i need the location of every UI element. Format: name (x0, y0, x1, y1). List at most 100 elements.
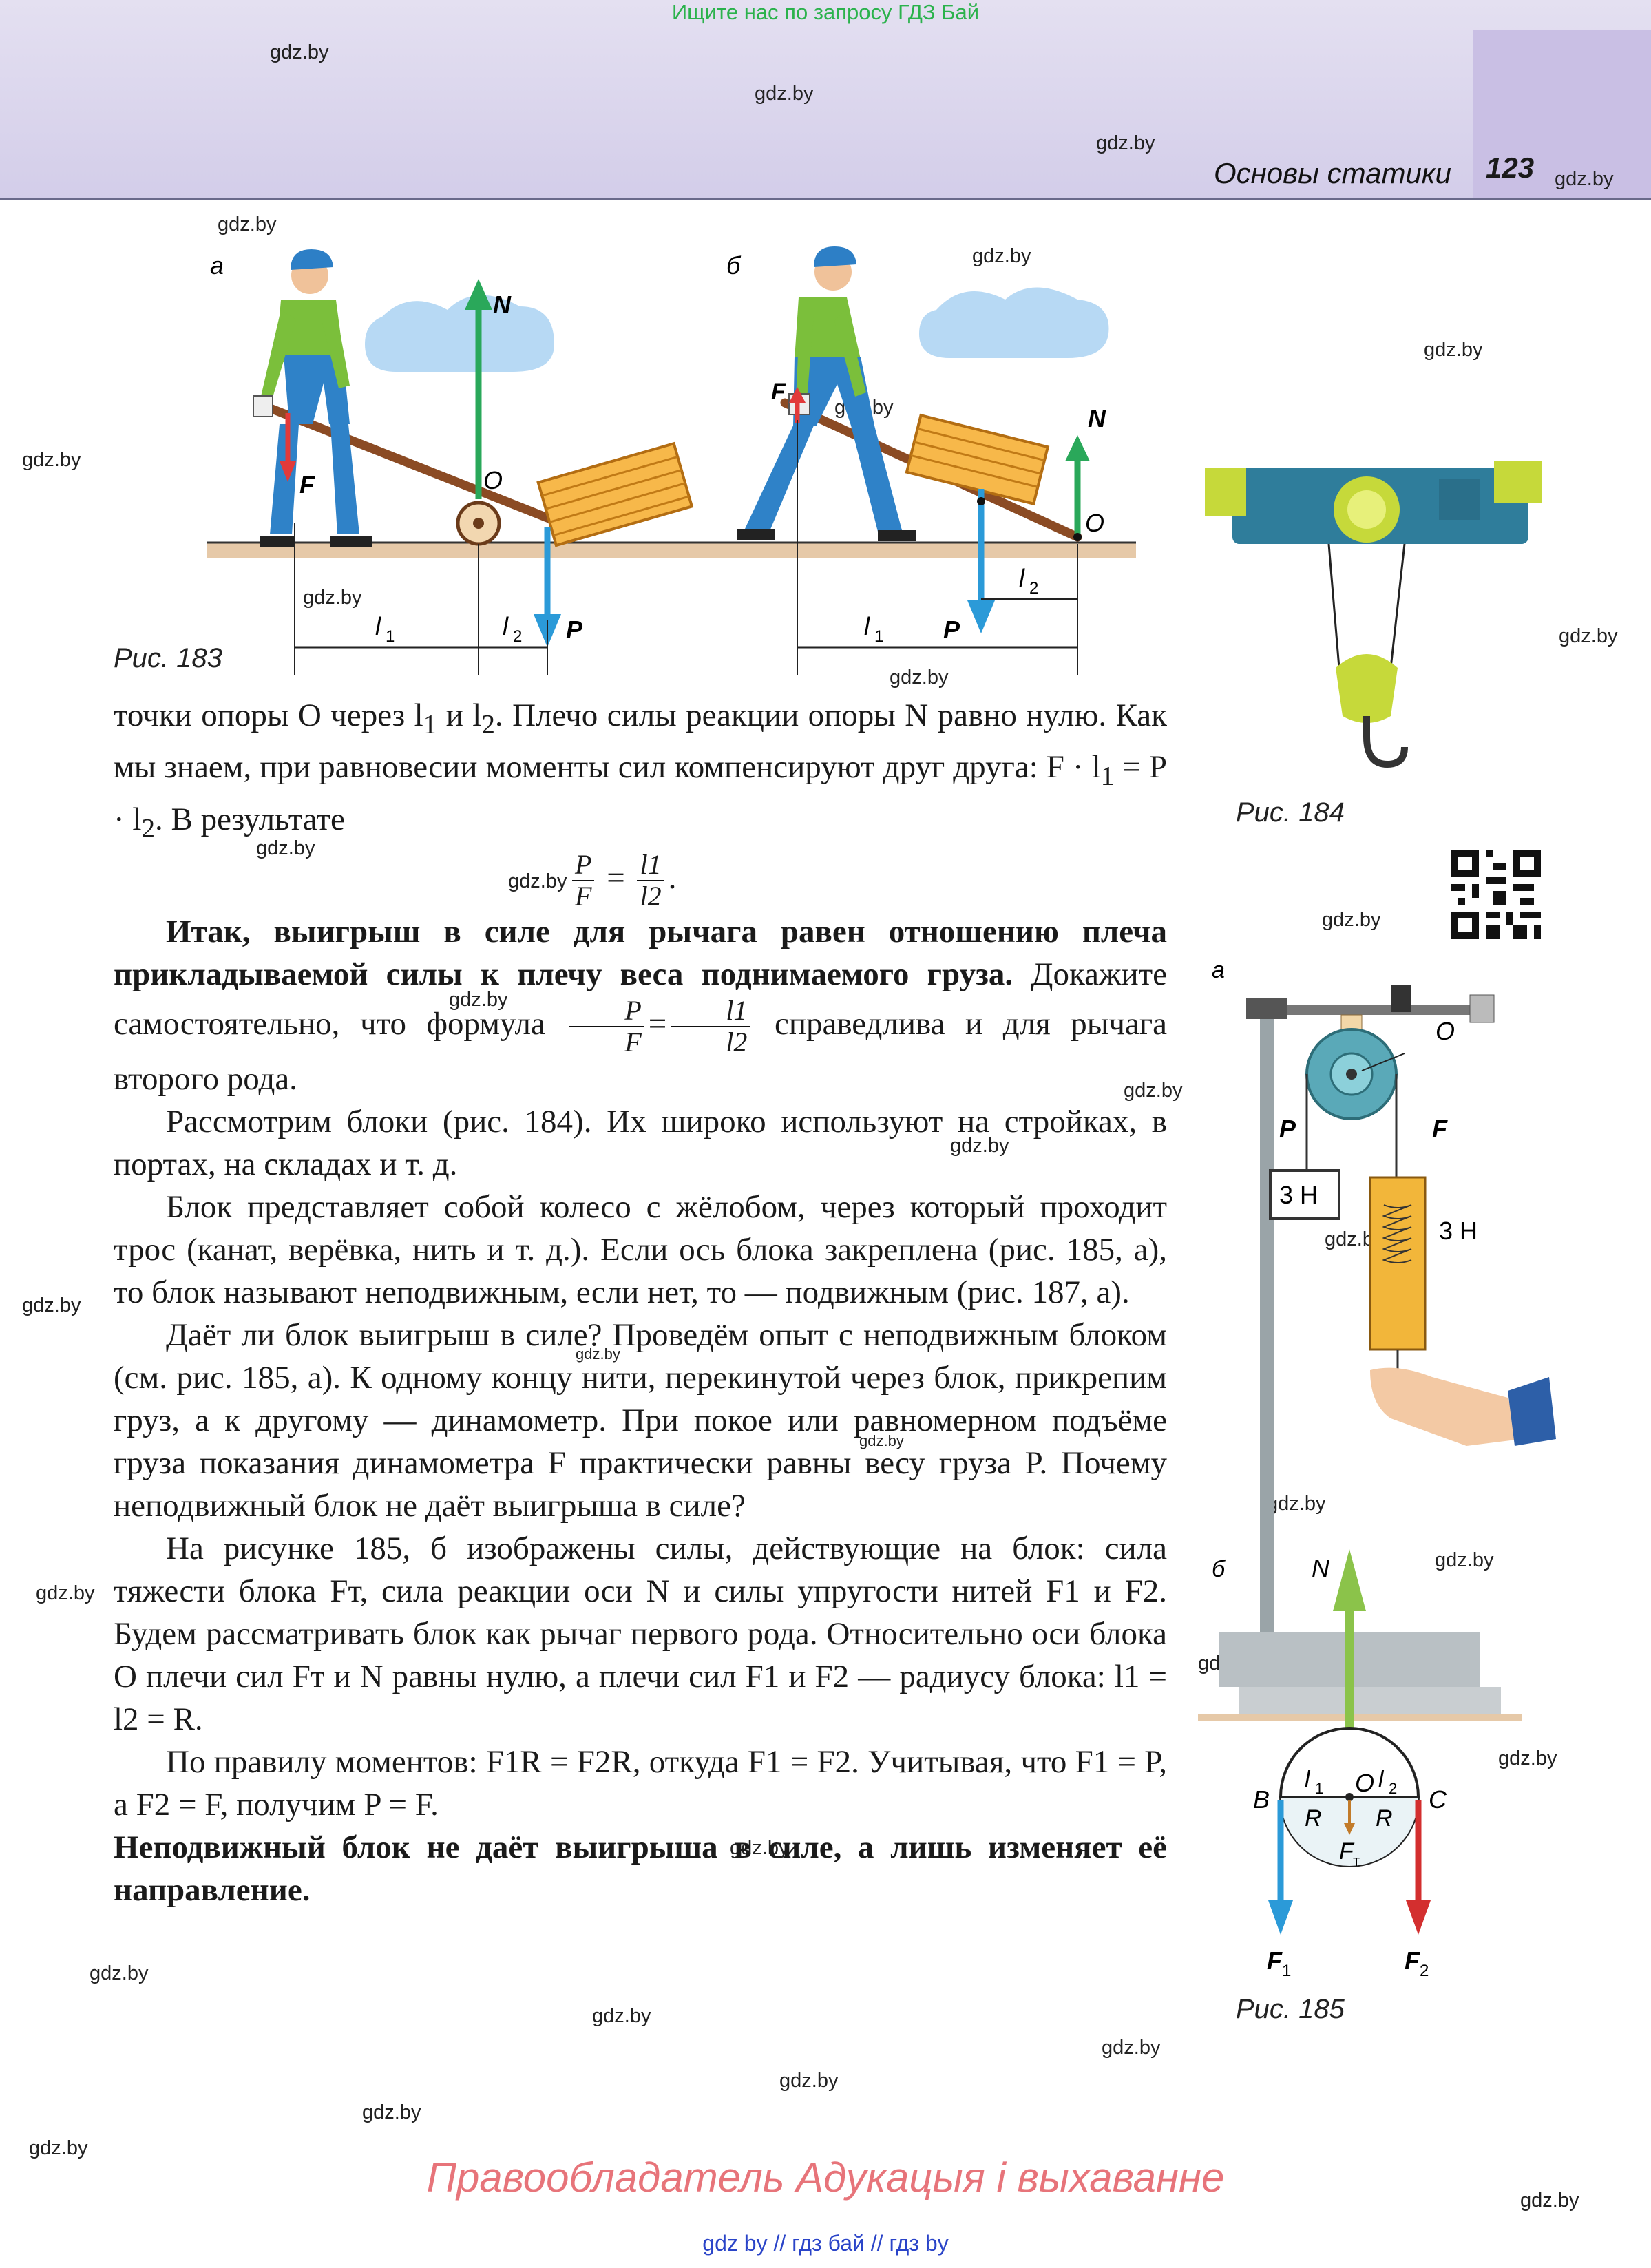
watermark: gdz.by (1102, 2037, 1161, 2059)
worker-figure (737, 246, 916, 541)
watermark: gdz.by (972, 245, 1031, 267)
body-text: точки опоры O через l1 и l2. Плечо силы … (114, 694, 1167, 1911)
label-f: F (1432, 1115, 1448, 1143)
watermark: gdz.by (859, 1432, 904, 1449)
watermark: gdz.by (256, 837, 315, 859)
svg-text:2: 2 (1029, 579, 1038, 598)
watermark: gdz.by (1267, 1493, 1326, 1515)
page-number-tab (1473, 30, 1651, 200)
label-p: P (566, 616, 583, 644)
paragraph-4: Блок представляет собой колесо с жёлобом… (114, 1189, 1167, 1311)
svg-text:l: l (1378, 1766, 1385, 1792)
cloud (365, 295, 554, 372)
panel-b-label: б (726, 251, 742, 280)
figure-183-lever: а б N (207, 246, 1136, 675)
bottom-links[interactable]: gdz by // гдз бай // гдз by (702, 2231, 949, 2256)
watermark: gdz.by (755, 83, 814, 105)
watermark: gdz.by (730, 1837, 789, 1859)
panel-b-scene: F N O P l 1 l 2 (668, 246, 1136, 675)
watermark: gdz.by (1096, 132, 1155, 154)
figure-185-fixed-pulley: а O P F 3 Н 3 Н б N B C O l 1 l 2 R R F … (1198, 957, 1556, 1980)
svg-text:1: 1 (1315, 1780, 1323, 1797)
watermark: gdz.by (508, 870, 567, 892)
label-f2: F (1405, 1946, 1420, 1975)
weight-3n (1269, 1169, 1340, 1220)
svg-text:2: 2 (513, 627, 522, 646)
header-divider (0, 198, 1651, 200)
svg-text:т: т (1353, 1852, 1360, 1869)
watermark: gdz.by (29, 2137, 88, 2159)
watermark: gdz.by (890, 666, 949, 689)
watermark: gdz.by (1424, 339, 1483, 361)
watermark: gdz.by (22, 1294, 81, 1316)
watermark: gdz.by (1555, 168, 1614, 190)
svg-text:1: 1 (874, 627, 883, 646)
cargo-box (536, 441, 694, 547)
watermark: gdz.by (1322, 909, 1381, 931)
label-ft: F (1339, 1838, 1355, 1865)
svg-text:2: 2 (1389, 1780, 1397, 1797)
label-n: N (1088, 404, 1106, 432)
label-r: R (1305, 1805, 1322, 1831)
svg-text:1: 1 (386, 627, 395, 646)
label-c: C (1429, 1785, 1447, 1814)
label-b: B (1253, 1785, 1270, 1814)
svg-text:l: l (1019, 564, 1025, 592)
svg-text:3 Н: 3 Н (1279, 1181, 1318, 1209)
panel-a-label: а (1212, 957, 1225, 983)
figure-184-hoist-photo (1205, 461, 1542, 768)
chapter-title: Основы статики (1213, 157, 1451, 189)
worker-figure (253, 249, 372, 547)
copyright-footer: Правообладатель Адукацыя і выхаванне (426, 2154, 1225, 2201)
watermark: gdz.by (1124, 1080, 1183, 1102)
svg-text:2: 2 (1420, 1962, 1429, 1980)
label-p: P (943, 616, 960, 644)
watermark: gdz.by (779, 2070, 839, 2092)
paragraph-7: По правилу моментов: F1R = F2R, откуда F… (114, 1744, 1167, 1823)
watermark: gdz.by (449, 989, 508, 1011)
watermark: gdz.by (950, 1135, 1009, 1157)
lever-bar (257, 400, 562, 527)
svg-text:1: 1 (1282, 1962, 1291, 1980)
label-f: F (299, 470, 315, 498)
watermark: gdz.by (1498, 1747, 1557, 1770)
cargo-box (905, 413, 1050, 506)
paragraph-3: Рассмотрим блоки (рис. 184). Их широко и… (114, 1104, 1167, 1183)
label-p: P (1279, 1115, 1296, 1143)
cloud (919, 287, 1109, 358)
watermark: gdz.by (90, 1962, 149, 1984)
label-o: O (1436, 1017, 1455, 1045)
hook (1363, 716, 1408, 768)
svg-text:l: l (1305, 1766, 1311, 1792)
svg-text:l: l (864, 612, 870, 640)
svg-text:l: l (375, 612, 381, 640)
watermark: gdz.by (1435, 1549, 1494, 1571)
watermark: gdz.by (303, 587, 362, 609)
label-o: O (1085, 509, 1104, 537)
panel-b-label: б (1212, 1556, 1226, 1582)
paragraph-8-rule: Неподвижный блок не даёт выигрыша в силе… (114, 1829, 1167, 1909)
watermark: gdz.by (36, 1582, 95, 1604)
watermark: gdz.by (592, 2005, 651, 2027)
page-number: 123 (1486, 151, 1535, 184)
top-banner-link[interactable]: Ищите нас по запросу ГДЗ Бай (671, 0, 980, 24)
label-n: N (493, 291, 512, 319)
watermark: gdz.by (576, 1345, 620, 1363)
watermark: gdz.by (218, 213, 277, 235)
panel-a-label: а (210, 251, 224, 280)
figure-183-caption: Рис. 183 (114, 643, 222, 673)
label-n: N (1312, 1554, 1330, 1582)
watermark: gdz.by (22, 449, 81, 471)
paragraph-5: Даёт ли блок выигрыш в силе? Проведём оп… (114, 1317, 1167, 1524)
paragraph-1: точки опоры O через l1 и l2. Плечо силы … (114, 697, 1168, 843)
watermark: gdz.by (1520, 2190, 1579, 2212)
paragraph-2: Итак, выигрыш в силе для рычага равен от… (114, 914, 1168, 1098)
svg-text:l: l (503, 612, 509, 640)
panel-a-scene: N F O P l 1 l 2 (207, 249, 694, 675)
hook-block (1336, 654, 1398, 723)
figure-184-caption: Рис. 184 (1236, 797, 1345, 828)
qr-code[interactable] (1451, 850, 1541, 939)
hand (1370, 1367, 1522, 1446)
watermark: gdz.by (1559, 625, 1618, 647)
